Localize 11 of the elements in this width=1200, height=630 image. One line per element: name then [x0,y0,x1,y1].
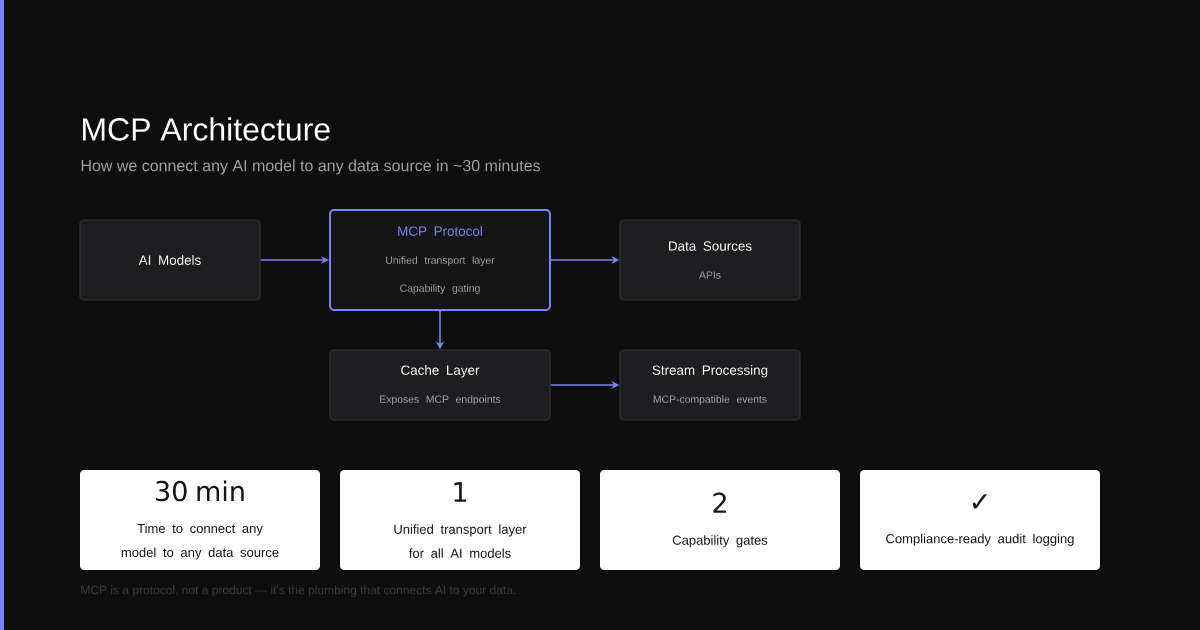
process-box: Cache Layer Exposes MCP endpoints [329,349,551,421]
stat-card: 2 Capability gates [600,470,840,570]
process-box: AI Models [79,219,261,301]
stat-card: ✓ Compliance-ready audit logging [860,470,1100,570]
subtitle: How we connect any AI model to any data source in ~30 minutes [81,159,540,175]
process-box: Stream Processing MCP-compatible events [619,349,801,421]
protocol-box: MCP Protocol Unified transport layer Capability gating [329,209,551,311]
process-box: Data Sources APIs [619,219,801,301]
stat-card: 30 min Time to connect any model to any data source [80,470,320,570]
stat-card: 1 Unified transport layer for all AI models [340,470,580,570]
title: MCP Architecture [83,117,330,141]
